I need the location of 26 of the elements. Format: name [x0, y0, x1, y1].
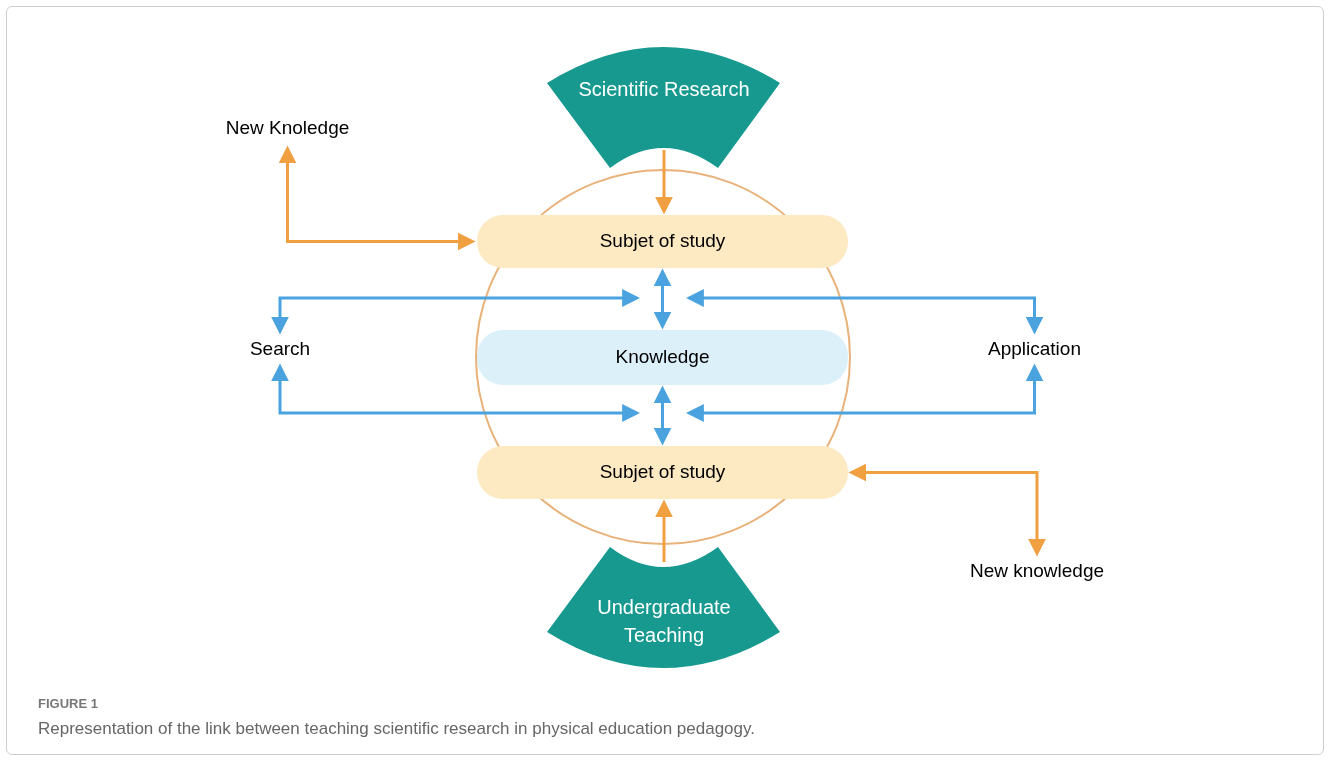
arrow — [653, 385, 672, 446]
caption: Representation of the link between teaching scientific research in physical education pedagogy. — [38, 717, 755, 740]
rounded-bar — [477, 330, 848, 385]
figure-label: FIGURE 1 — [38, 695, 99, 713]
arrow — [655, 499, 673, 562]
node-text: Subjet of study — [599, 460, 726, 485]
node-label: Application — [972, 335, 1097, 363]
sector-shape — [547, 45, 781, 170]
node-label: New knowledge — [952, 557, 1122, 585]
node-text: Undergraduate Teaching — [596, 595, 732, 648]
rounded-bar — [477, 446, 848, 499]
arrow — [653, 268, 672, 330]
node-text: Subjet of study — [599, 229, 726, 254]
arrow — [685, 363, 1044, 422]
node-label: Search — [240, 335, 320, 363]
node-label: New Knoledge — [205, 113, 370, 143]
arrow — [685, 289, 1044, 335]
sector-shape — [547, 545, 781, 670]
node-text: Scientific Research — [577, 77, 751, 102]
arrow — [278, 145, 476, 251]
arrow — [848, 463, 1046, 557]
arrow — [655, 150, 673, 215]
rounded-bar — [477, 215, 848, 268]
node-text: Knowledge — [615, 345, 710, 370]
arrow — [271, 363, 641, 422]
arrow — [271, 289, 641, 335]
